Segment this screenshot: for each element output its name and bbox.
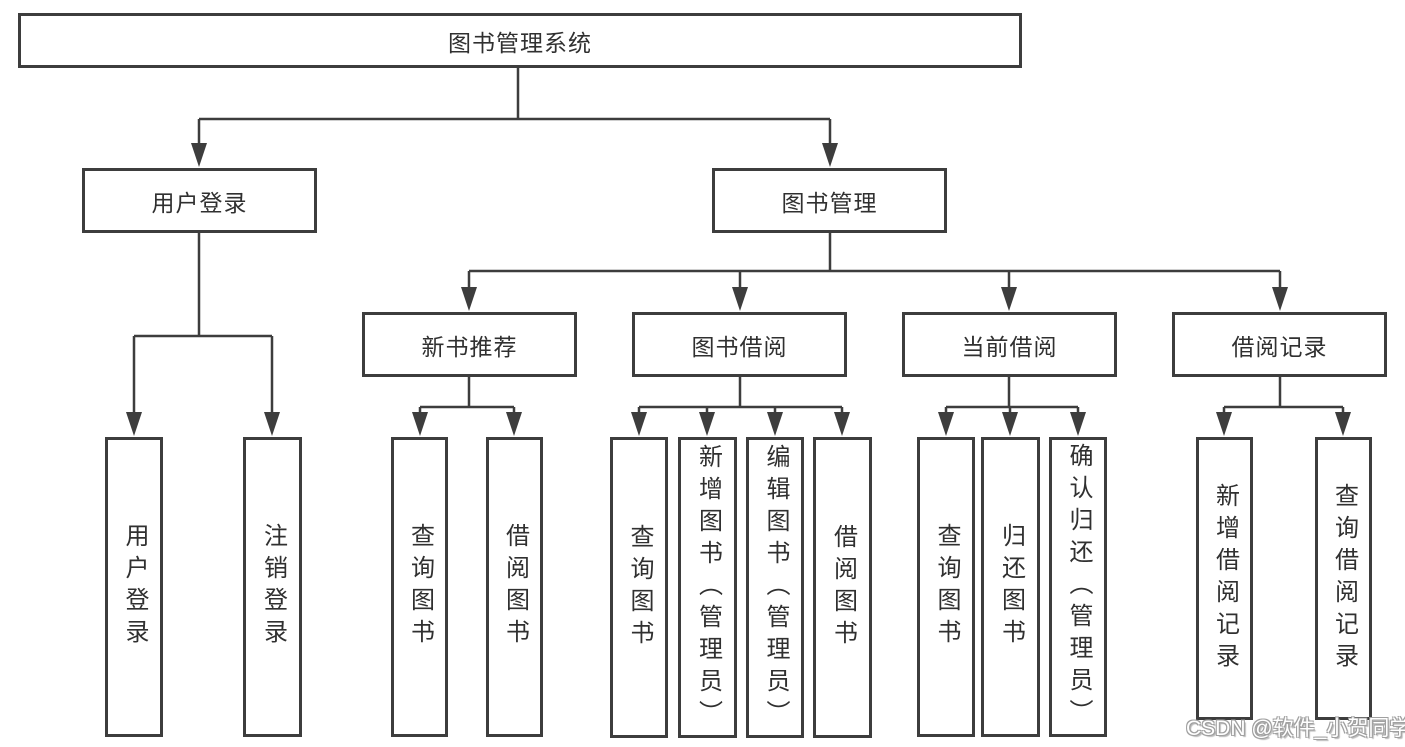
node-library-management-system: 图书管理系统 [18,13,1022,68]
leaf-edit-book-admin: 编辑图书（管理员） [746,437,804,738]
leaf-query-borrow-record-label: 查询借阅记录 [1330,482,1358,675]
leaf-query-books-2: 查询图书 [610,437,668,738]
node-book-management: 图书管理 [712,168,947,233]
leaf-return-book: 归还图书 [981,437,1040,737]
leaf-user-login: 用户登录 [105,437,163,737]
leaf-confirm-return-admin-label: 确认归还（管理员） [1065,443,1092,731]
leaf-add-book-admin: 新增图书（管理员） [678,437,737,738]
node-current-borrow: 当前借阅 [902,312,1117,377]
leaf-query-books-3-label: 查询图书 [933,523,960,651]
leaf-edit-book-admin-label: 编辑图书（管理员） [762,443,789,732]
leaf-return-book-label: 归还图书 [997,523,1025,651]
node-new-book-recommend: 新书推荐 [362,312,577,377]
leaf-confirm-return-admin: 确认归还（管理员） [1049,437,1107,737]
csdn-watermark: CSDN @软件_小贺同学 [1186,717,1405,740]
leaf-query-books-3: 查询图书 [917,437,975,737]
node-user-login: 用户登录 [82,168,317,233]
leaf-borrow-books-2-label: 借阅图书 [829,523,857,652]
leaf-add-borrow-record: 新增借阅记录 [1196,437,1253,720]
leaf-borrow-books-2: 借阅图书 [813,437,872,738]
leaf-user-login-label: 用户登录 [121,523,148,651]
leaf-logout: 注销登录 [243,437,302,737]
leaf-query-borrow-record: 查询借阅记录 [1315,437,1372,720]
leaf-add-book-admin-label: 新增图书（管理员） [694,443,722,732]
leaf-add-borrow-record-label: 新增借阅记录 [1211,482,1239,675]
leaf-query-books-1-label: 查询图书 [406,523,434,651]
leaf-query-books-1: 查询图书 [391,437,448,737]
leaf-query-books-2-label: 查询图书 [626,523,653,652]
node-borrow-record: 借阅记录 [1172,312,1387,377]
node-book-borrow: 图书借阅 [632,312,847,377]
leaf-logout-label: 注销登录 [259,523,287,651]
leaf-borrow-books-1-label: 借阅图书 [501,523,529,651]
leaf-borrow-books-1: 借阅图书 [486,437,543,737]
